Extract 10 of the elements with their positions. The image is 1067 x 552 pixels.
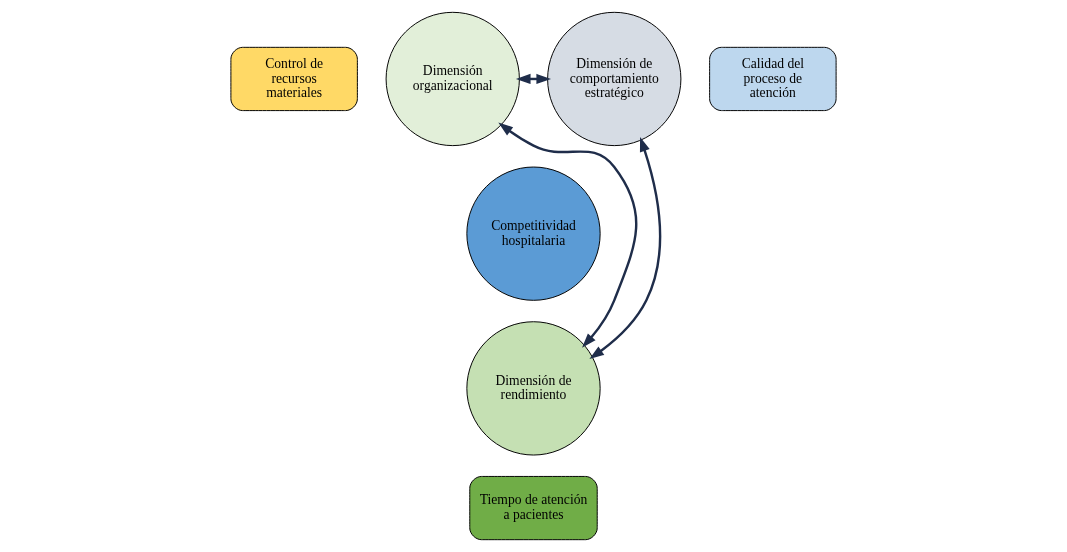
node-circle: Competitividad hospitalaria: [466, 166, 601, 301]
node-circle: Dimensión de comportamiento estratégico: [547, 11, 682, 147]
arrow: [498, 122, 638, 348]
arrow: [589, 136, 662, 360]
node-box: Calidad del proceso de atención: [709, 46, 837, 112]
node-circle: Dimensión organizacional: [385, 11, 520, 147]
node-circle: Dimensión de rendimiento: [466, 321, 601, 456]
arrow: [515, 73, 552, 85]
node-box: Control de recursos materiales: [230, 46, 358, 112]
node-box: Tiempo de atención a pacientes: [469, 475, 598, 541]
